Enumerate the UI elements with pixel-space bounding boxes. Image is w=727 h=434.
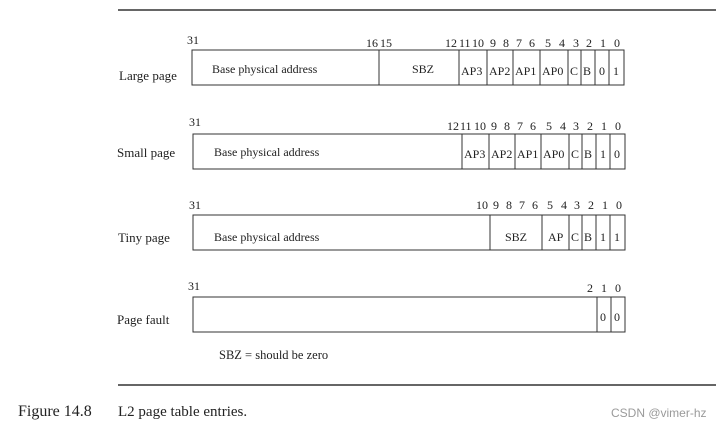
- large-bit-7: 7: [516, 36, 522, 50]
- large-bit-2: 2: [586, 36, 592, 50]
- tiny-bit-7: 7: [519, 198, 525, 212]
- small-page-entry: Small page 31 12 11 10 9 8 7 6 5 4 3 2 1…: [117, 115, 626, 170]
- large-b-field: B: [583, 64, 591, 78]
- tiny-sbz-field: SBZ: [505, 230, 527, 244]
- small-bit-7: 7: [517, 119, 523, 133]
- tiny-bit-4: 4: [561, 198, 567, 212]
- small-bit-9: 9: [491, 119, 497, 133]
- fault-bit-31: 31: [188, 279, 200, 293]
- tiny-bit1-value: 1: [600, 230, 606, 244]
- page-fault-entry: Page fault 31 2 1 0 0 0: [117, 279, 626, 333]
- small-ap0-field: AP0: [543, 147, 564, 161]
- large-bit-10: 10: [472, 36, 484, 50]
- small-bit-0: 0: [615, 119, 621, 133]
- large-bit-0: 0: [614, 36, 620, 50]
- tiny-bit-0: 0: [616, 198, 622, 212]
- large-sbz-field: SBZ: [412, 62, 434, 76]
- small-bit-1: 1: [601, 119, 607, 133]
- large-bit-4: 4: [559, 36, 565, 50]
- page-fault-box: [192, 296, 626, 333]
- large-base-address-field: Base physical address: [212, 62, 318, 76]
- large-bit-5: 5: [545, 36, 551, 50]
- small-bit-11: 11: [460, 119, 472, 133]
- tiny-b-field: B: [584, 230, 592, 244]
- large-bit-6: 6: [529, 36, 535, 50]
- tiny-bit-2: 2: [588, 198, 594, 212]
- small-bit-2: 2: [587, 119, 593, 133]
- large-ap0-field: AP0: [542, 64, 563, 78]
- tiny-ap-field: AP: [548, 230, 564, 244]
- figure-caption: L2 page table entries.: [118, 404, 247, 420]
- small-bit0-value: 0: [614, 147, 620, 161]
- large-bit-16: 16: [366, 36, 378, 50]
- small-bit-10: 10: [474, 119, 486, 133]
- large-bit-12: 12: [445, 36, 457, 50]
- tiny-bit-6: 6: [532, 198, 538, 212]
- tiny-bit-10: 10: [476, 198, 488, 212]
- large-bit-9: 9: [490, 36, 496, 50]
- small-ap3-field: AP3: [464, 147, 485, 161]
- large-ap3-field: AP3: [461, 64, 482, 78]
- small-bit-31: 31: [189, 115, 201, 129]
- large-bit-15: 15: [380, 36, 392, 50]
- tiny-bit-9: 9: [493, 198, 499, 212]
- small-ap1-field: AP1: [517, 147, 538, 161]
- page-fault-label: Page fault: [117, 312, 170, 327]
- large-bit-8: 8: [503, 36, 509, 50]
- small-ap2-field: AP2: [491, 147, 512, 161]
- fault-bit1-value: 0: [600, 310, 606, 324]
- large-bit-3: 3: [573, 36, 579, 50]
- small-bit1-value: 1: [600, 147, 606, 161]
- large-bit-11: 11: [459, 36, 471, 50]
- large-page-label: Large page: [119, 68, 177, 83]
- large-bit1-value: 0: [599, 64, 605, 78]
- small-bit-12: 12: [447, 119, 459, 133]
- tiny-c-field: C: [571, 230, 579, 244]
- tiny-bit-8: 8: [506, 198, 512, 212]
- fault-bit-1: 1: [601, 281, 607, 295]
- csdn-watermark: CSDN @vimer-hz: [611, 406, 707, 420]
- large-bit-1: 1: [600, 36, 606, 50]
- small-bit-3: 3: [573, 119, 579, 133]
- fault-bit-0: 0: [615, 281, 621, 295]
- large-page-box: [191, 49, 625, 86]
- tiny-bit-1: 1: [602, 198, 608, 212]
- large-bit-31: 31: [187, 33, 199, 47]
- small-page-box: [192, 133, 626, 170]
- tiny-page-entry: Tiny page 31 10 9 8 7 6 5 4 3 2 1 0 Base…: [118, 198, 626, 251]
- small-bit-4: 4: [560, 119, 566, 133]
- fault-bit-2: 2: [587, 281, 593, 295]
- small-b-field: B: [584, 147, 592, 161]
- large-ap1-field: AP1: [515, 64, 536, 78]
- figure-number: Figure 14.8: [18, 403, 92, 420]
- tiny-page-label: Tiny page: [118, 230, 170, 245]
- small-page-label: Small page: [117, 145, 175, 160]
- small-base-address-field: Base physical address: [214, 145, 320, 159]
- small-bit-8: 8: [504, 119, 510, 133]
- tiny-bit-5: 5: [547, 198, 553, 212]
- large-c-field: C: [570, 64, 578, 78]
- tiny-bit-31: 31: [189, 198, 201, 212]
- tiny-bit-3: 3: [574, 198, 580, 212]
- sbz-note: SBZ = should be zero: [219, 348, 328, 362]
- fault-bit0-value: 0: [614, 310, 620, 324]
- tiny-base-address-field: Base physical address: [214, 230, 320, 244]
- small-bit-6: 6: [530, 119, 536, 133]
- small-c-field: C: [571, 147, 579, 161]
- large-page-entry: Large page 31 16 15 12 11 10 9 8 7 6 5 4…: [119, 33, 625, 86]
- tiny-bit0-value: 1: [614, 230, 620, 244]
- small-bit-5: 5: [546, 119, 552, 133]
- tiny-page-box: [192, 214, 626, 251]
- large-bit0-value: 1: [613, 64, 619, 78]
- large-ap2-field: AP2: [489, 64, 510, 78]
